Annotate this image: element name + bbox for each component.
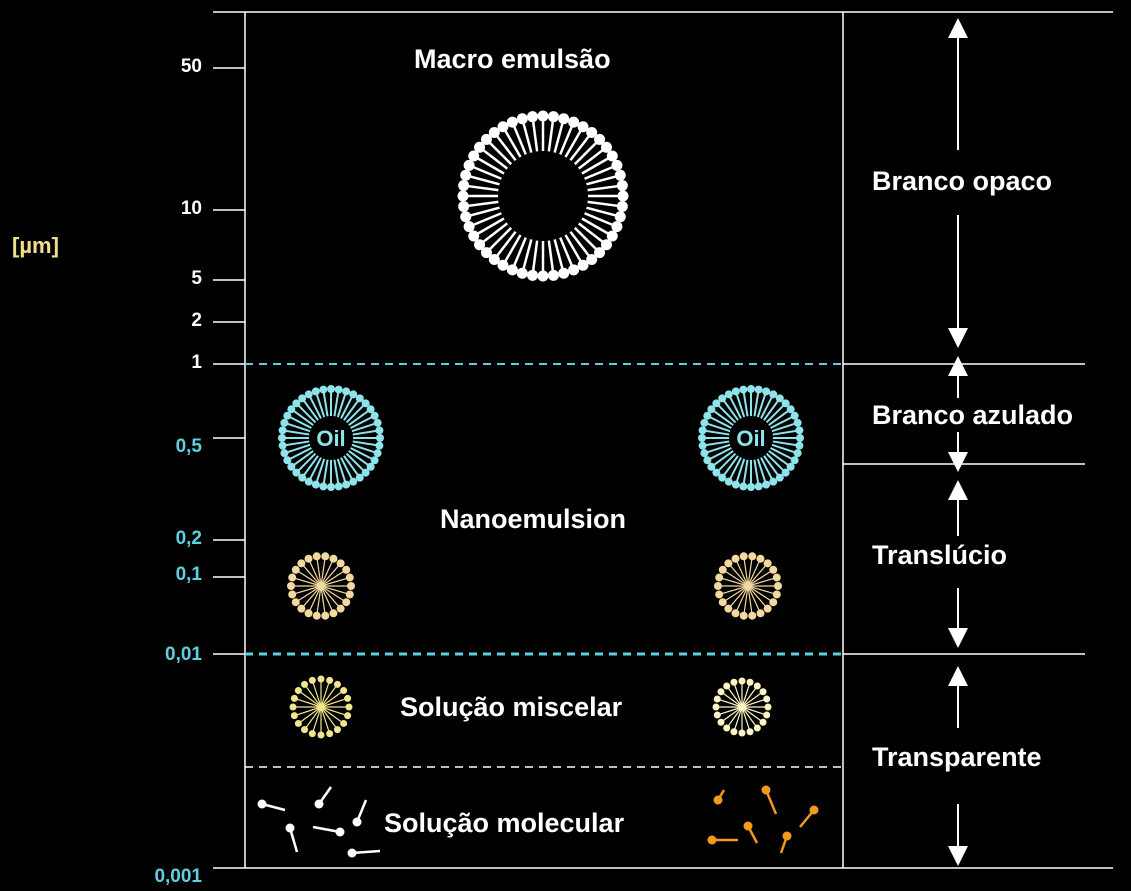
nano-droplet-left-icon: Oil [278,385,384,491]
tick-label: 0,1 [175,564,202,585]
micelle-left-icon [287,552,355,620]
miscelar-micelle-right-icon [712,677,772,737]
appearance-transparent: Transparente [872,742,1042,772]
region-nanoemulsion: Nanoemulsion [440,504,627,534]
appearance-bluish-white: Branco azulado [872,400,1074,430]
molecules-orange-icon [707,785,819,854]
miscelar-micelle-left-icon [289,675,353,739]
oil-label: Oil [736,426,765,451]
tick-marks [213,67,245,655]
region-molecular-solution: Solução molecular [384,808,625,838]
appearance-opaque-white: Branco opaco [872,166,1053,196]
region-micellar-solution: Solução miscelar [400,692,623,722]
nano-droplet-right-icon: Oil [698,385,804,491]
tick-label: 0,001 [154,866,202,887]
tick-label: 0,5 [175,436,202,457]
tick-label: 0,2 [175,528,202,549]
tick-label: 50 [180,56,202,77]
macro-emulsion-droplet-icon [457,110,629,282]
oil-label: Oil [316,426,345,451]
tick-label: 10 [180,198,202,219]
tick-label: 5 [191,268,202,289]
tick-label: 0,01 [165,644,202,665]
region-macro-emulsion: Macro emulsão [414,44,611,74]
tick-label: 2 [191,310,202,331]
appearance-translucent: Translúcio [872,540,1008,570]
tick-label: 1 [191,352,202,373]
molecules-white-icon [257,786,381,858]
unit-label: [µm] [12,233,59,258]
micelle-right-icon [714,552,782,620]
